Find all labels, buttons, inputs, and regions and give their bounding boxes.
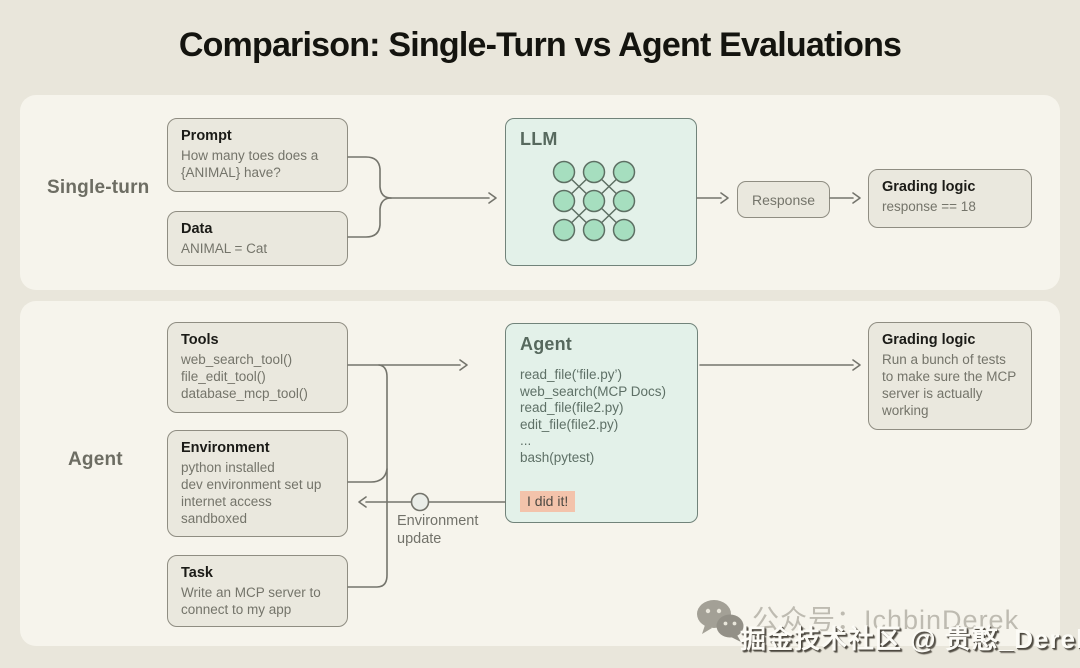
watermark-faint-text: 公众号：IchbinDerek	[752, 605, 1020, 635]
grading-logic-agent-body: Run a bunch of tests to make sure the MC…	[882, 352, 1017, 418]
i-did-it-badge: I did it!	[520, 491, 576, 512]
llm-box: LLM	[505, 118, 697, 266]
tools-box: Tools web_search_tool() file_edit_tool()…	[167, 322, 348, 413]
response-box: Response	[737, 181, 830, 218]
grading-logic-single-body: response == 18	[882, 199, 976, 214]
tools-line: database_mcp_tool()	[181, 386, 308, 401]
environment-line: dev environment set up	[181, 477, 322, 492]
single-turn-label: Single-turn	[47, 177, 150, 198]
page-title: Comparison: Single-Turn vs Agent Evaluat…	[178, 26, 902, 64]
prompt-box-body: How many toes does a {ANIMAL} have?	[181, 148, 319, 180]
agent-box: Agent read_file(‘file.py’) web_search(MC…	[505, 323, 698, 523]
data-box-body: ANIMAL = Cat	[181, 241, 268, 256]
agent-action-line: read_file(‘file.py’)	[520, 367, 623, 382]
wechat-icon	[697, 600, 744, 642]
agent-action-line: edit_file(file2.py)	[520, 416, 619, 432]
grading-logic-agent-title: Grading logic	[882, 332, 976, 348]
prompt-box: Prompt How many toes does a {ANIMAL} hav…	[167, 118, 348, 192]
tools-line: web_search_tool()	[181, 352, 293, 367]
agent-box-title: Agent	[520, 334, 572, 354]
data-box-title: Data	[181, 221, 213, 237]
task-box-body: Write an MCP server to connect to my app	[181, 585, 321, 617]
prompt-box-title: Prompt	[181, 128, 232, 144]
environment-box: Environment python installed dev environ…	[167, 430, 348, 537]
agent-label: Agent	[68, 449, 123, 470]
grading-logic-box-single: Grading logic response == 18	[868, 169, 1032, 228]
agent-action-line: web_search(MCP Docs)	[520, 383, 667, 399]
agent-action-line: bash(pytest)	[520, 449, 595, 465]
watermark-main-text: 掘金技术社区 @ 贵憨_Derek	[740, 624, 1080, 654]
task-box: Task Write an MCP server to connect to m…	[167, 555, 348, 627]
grading-logic-box-agent: Grading logic Run a bunch of tests to ma…	[868, 322, 1032, 430]
grading-logic-single-title: Grading logic	[882, 179, 976, 195]
agent-action-line: ...	[520, 433, 532, 448]
environment-update-label: Environment update	[397, 513, 479, 547]
tools-box-title: Tools	[181, 332, 219, 348]
environment-box-title: Environment	[181, 440, 270, 456]
environment-line: internet access	[181, 494, 272, 509]
task-box-title: Task	[181, 565, 213, 581]
llm-box-title: LLM	[520, 129, 558, 149]
data-box: Data ANIMAL = Cat	[167, 211, 348, 266]
agent-action-line: read_file(file2.py)	[520, 400, 624, 415]
environment-line: sandboxed	[181, 511, 248, 526]
tools-line: file_edit_tool()	[181, 369, 266, 384]
environment-line: python installed	[181, 460, 275, 475]
